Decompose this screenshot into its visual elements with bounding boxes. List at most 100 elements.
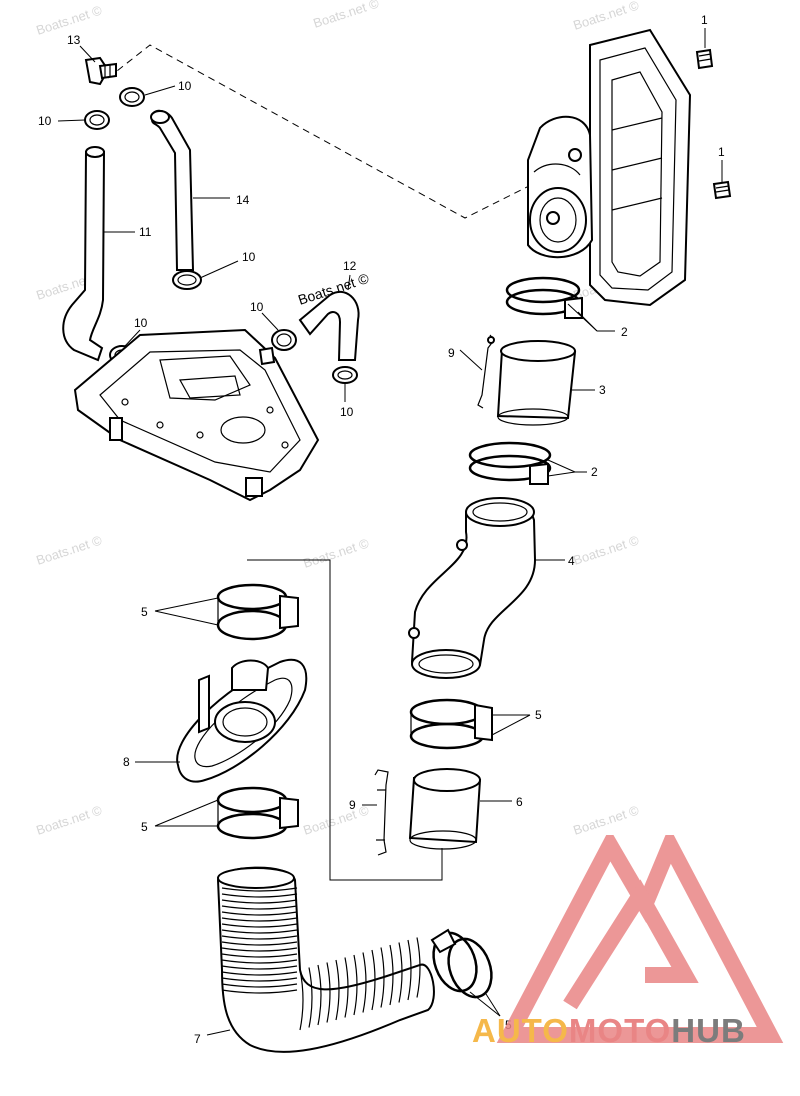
watermark: Boats.net © <box>34 532 104 567</box>
flange-plate-8 <box>176 658 308 783</box>
flex-hose-rib <box>389 944 394 1006</box>
flex-hose-rib <box>326 962 331 1023</box>
watermark: Boats.net © <box>301 535 371 570</box>
watermark: Boats.net © <box>301 802 371 837</box>
flex-hose-rib <box>317 964 322 1026</box>
flex-hose-7 <box>216 866 435 1053</box>
hose-clamp-10 <box>119 87 145 107</box>
callout-10: 10 <box>178 79 192 93</box>
callout-9: 9 <box>448 346 455 360</box>
flex-hose-rib <box>221 935 298 940</box>
flex-hose-rib <box>380 947 385 1008</box>
logo-word-auto: AUTO <box>472 1012 569 1049</box>
watermark: Boats.net © <box>311 0 381 31</box>
callout-2: 2 <box>591 465 598 479</box>
clip-9-head <box>487 336 495 344</box>
sleeve-3 <box>496 340 577 426</box>
callout-6: 6 <box>516 795 523 809</box>
flex-hose-rib <box>221 971 298 976</box>
callout-10: 10 <box>38 114 52 128</box>
sleeve-6 <box>408 768 482 850</box>
automotohub-wordmark: AUTOMOTOHUB <box>472 1012 746 1050</box>
flex-hose-rib <box>221 989 298 994</box>
callout-3: 3 <box>599 383 606 397</box>
flex-hose-rib <box>221 953 298 958</box>
hose-clamp-5 <box>430 928 493 999</box>
hose-clamp-2 <box>468 441 552 485</box>
hose-14 <box>150 109 195 271</box>
callout-10: 10 <box>250 300 264 314</box>
logo-word-hub: HUB <box>671 1012 746 1049</box>
callout-1: 1 <box>701 13 708 27</box>
exhaust-plate <box>73 328 320 502</box>
plug-1 <box>695 48 714 70</box>
flex-hose-rib <box>371 949 376 1011</box>
logo-word-moto: MOTO <box>568 1012 672 1049</box>
callout-7: 7 <box>194 1032 201 1046</box>
callout-13: 13 <box>67 33 81 47</box>
exhaust-pipe-4 <box>408 497 537 679</box>
alignment-line-top <box>107 44 546 219</box>
flex-hose-rib <box>221 911 298 916</box>
callout-5: 5 <box>535 708 542 722</box>
elbow-fitting-13 <box>84 56 117 86</box>
hose-clamp-10 <box>84 110 110 130</box>
callout-12: 12 <box>343 259 357 273</box>
callout-9: 9 <box>349 798 356 812</box>
flex-hose-rib <box>221 929 298 934</box>
watermark: Boats.net © <box>571 802 641 837</box>
callout-8: 8 <box>123 755 130 769</box>
callout-5: 5 <box>141 820 148 834</box>
flex-hose-rib <box>221 977 298 982</box>
flex-hose-ribs <box>221 887 421 1031</box>
automotohub-logo <box>496 835 784 1043</box>
flex-hose-rib <box>221 965 298 970</box>
flex-hose-rib <box>416 937 421 998</box>
flex-hose-rib <box>221 947 298 952</box>
leader-lines <box>57 28 723 1036</box>
flex-hose-rib <box>221 923 298 928</box>
flex-hose-rib <box>407 939 412 1001</box>
flex-hose-rib <box>398 942 403 1003</box>
callout-labels: 1 1 13 10 10 14 11 10 12 10 10 10 2 9 3 … <box>38 13 725 1046</box>
watermark: Boats.net © <box>571 532 641 567</box>
callout-11: 11 <box>139 225 152 239</box>
hose-14-end <box>150 110 170 124</box>
callout-2: 2 <box>621 325 628 339</box>
flex-hose-rib <box>221 899 298 904</box>
callout-5: 5 <box>141 605 148 619</box>
hose-clamp-5 <box>216 583 299 641</box>
flex-hose-rib <box>353 954 358 1016</box>
flex-hose-rib <box>221 959 298 964</box>
watermark: Boats.net © <box>34 802 104 837</box>
exhaust-elbow-housing <box>527 28 692 307</box>
hose-clamp-10 <box>332 366 358 384</box>
clip-9 <box>477 334 495 409</box>
logo-mark <box>496 835 784 1043</box>
flex-hose-rib <box>362 952 367 1013</box>
elbow-hose-12 <box>298 290 360 361</box>
callout-1: 1 <box>718 145 725 159</box>
flex-hose-rib <box>335 959 340 1021</box>
flex-hose-rib <box>308 967 313 1028</box>
hose-clamp-5 <box>216 786 299 840</box>
callout-14: 14 <box>236 193 250 207</box>
hose-11-end <box>85 146 105 158</box>
callout-10: 10 <box>242 250 256 264</box>
clip-9 <box>374 769 389 856</box>
hose-clamp-2 <box>505 276 583 319</box>
hose-clamp-10 <box>172 270 202 290</box>
hose-clamp-5 <box>409 698 493 750</box>
hose-11 <box>62 151 106 362</box>
callout-10: 10 <box>134 316 148 330</box>
hose-clamp-10 <box>271 329 297 351</box>
watermark: Boats.net © <box>571 0 641 33</box>
flex-hose-rib <box>221 887 298 892</box>
callout-4: 4 <box>568 554 575 568</box>
callout-10: 10 <box>340 405 354 419</box>
flex-hose-rib <box>221 893 298 898</box>
flex-hose-rib <box>221 941 298 946</box>
plug-1 <box>712 180 732 200</box>
flex-hose-rib <box>221 905 298 910</box>
